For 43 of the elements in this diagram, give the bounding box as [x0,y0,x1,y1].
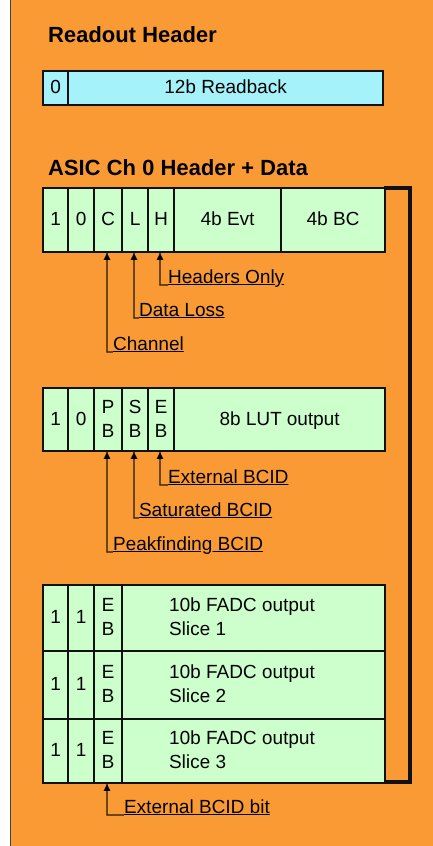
callout-label: External BCID bit [124,797,270,819]
bit-field: 1 [42,718,69,784]
bit-field: 0 [67,187,95,253]
bit-field: 1 [42,584,69,652]
arrow [130,452,139,519]
bit-field: H [147,187,175,253]
arrow [130,253,139,319]
bit-field: 4b Evt [173,187,282,253]
callout-label: Data Loss [139,300,225,322]
arrow [156,253,168,286]
bit-field: 4b BC [280,187,386,253]
bit-field: 8b LUT output [173,387,386,452]
bit-field: 1 [67,650,95,720]
callout-label: Saturated BCID [139,500,272,522]
bit-field: 1 [67,584,95,652]
arrow [104,784,124,816]
bit-field: 12b Readback [67,70,384,106]
bit-field: L [121,187,149,253]
bit-field: 0 [67,387,95,452]
bit-field: 1 [42,387,69,452]
section-heading: ASIC Ch 0 Header + Data [48,155,308,181]
callout-label: Channel [113,334,184,356]
bit-field: 10b FADC output Slice 2 [121,650,386,720]
bit-field: C [93,187,123,253]
callout-label: Headers Only [168,267,284,289]
bit-field: 0 [42,70,69,106]
bit-field: E B [93,718,123,784]
callout-label: External BCID [168,467,288,489]
arrow [156,452,168,486]
callout-label: Peakfinding BCID [113,534,263,556]
section-heading: Readout Header [48,22,217,48]
bit-field: P B [93,387,123,452]
bit-field: S B [121,387,149,452]
bit-field: 1 [42,187,69,253]
bit-field: E B [93,584,123,652]
bit-field: 1 [67,718,95,784]
bit-field: 1 [42,650,69,720]
arrow [104,452,113,553]
arrow [104,253,113,353]
bit-field: E B [147,387,175,452]
bit-field: E B [93,650,123,720]
bit-field: 10b FADC output Slice 1 [121,584,386,652]
bit-field: 10b FADC output Slice 3 [121,718,386,784]
